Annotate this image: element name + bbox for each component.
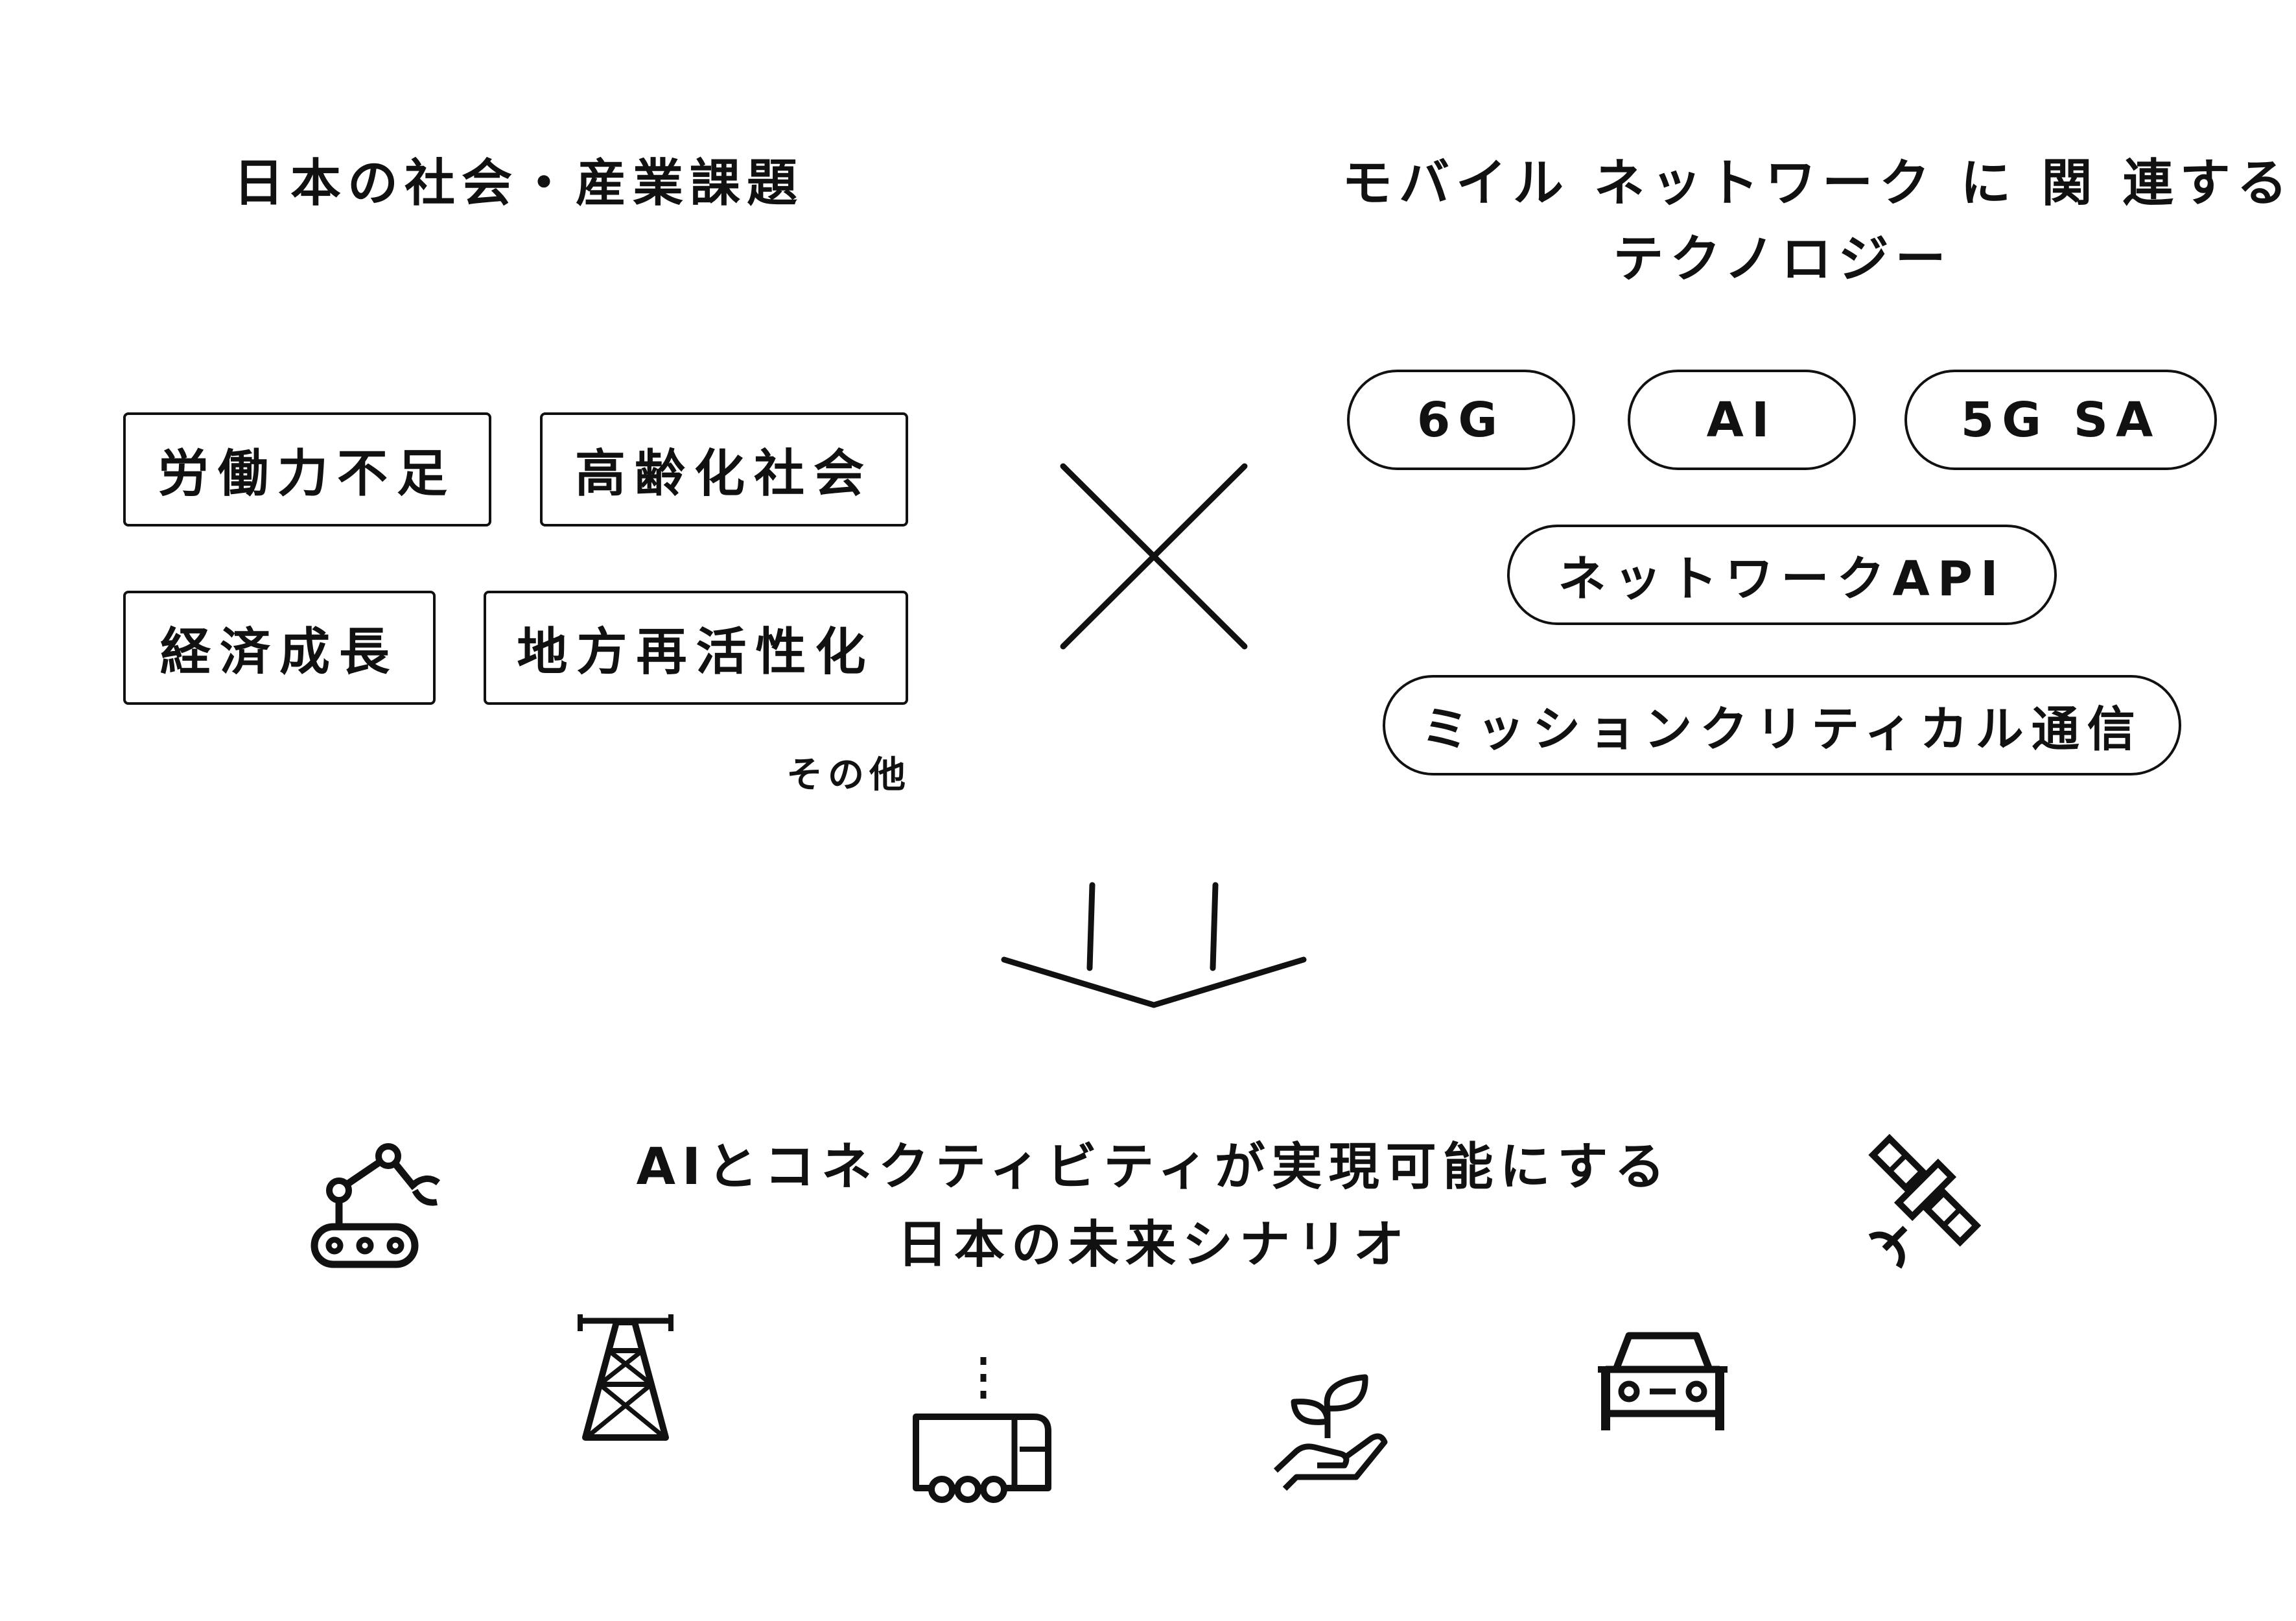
connected-bus-icon xyxy=(913,1357,1051,1503)
seedling-hand-icon xyxy=(1273,1374,1388,1491)
robot-arm-icon xyxy=(310,1143,441,1268)
issue-box-labor-shortage: 労働力不足 xyxy=(123,412,491,527)
issue-box-aging-society: 高齢化社会 xyxy=(540,412,908,527)
tech-pill-mission-critical: ミッションクリティカル通信 xyxy=(1383,675,2181,775)
future-scenario-heading-line1: AIとコネクティビティが実現可能にする xyxy=(636,1138,1672,1196)
technology-heading-line1: モバイル ネットワーク に 関 連する xyxy=(1342,154,2294,213)
tech-pill-ai: AI xyxy=(1628,370,1856,470)
cross-multiply-symbol xyxy=(1060,463,1248,650)
merge-arrow xyxy=(1001,882,1307,1008)
issues-heading: 日本の社会・産業課題 xyxy=(233,154,804,213)
car-icon xyxy=(1598,1332,1728,1430)
tech-pill-6g: 6G xyxy=(1347,370,1575,470)
issues-other-label: その他 xyxy=(786,754,911,796)
transmission-tower-icon xyxy=(578,1314,674,1441)
technology-heading-line2: テクノロジー xyxy=(1613,230,1952,289)
tech-pill-5g-sa: 5G SA xyxy=(1904,370,2217,470)
satellite-icon xyxy=(1868,1133,1982,1269)
issue-box-regional-revitalization: 地方再活性化 xyxy=(484,591,908,705)
tech-pill-network-api: ネットワークAPI xyxy=(1507,525,2057,625)
future-scenario-heading-line2: 日本の未来シナリオ xyxy=(896,1216,1411,1274)
issue-box-economic-growth: 経済成長 xyxy=(123,591,436,705)
